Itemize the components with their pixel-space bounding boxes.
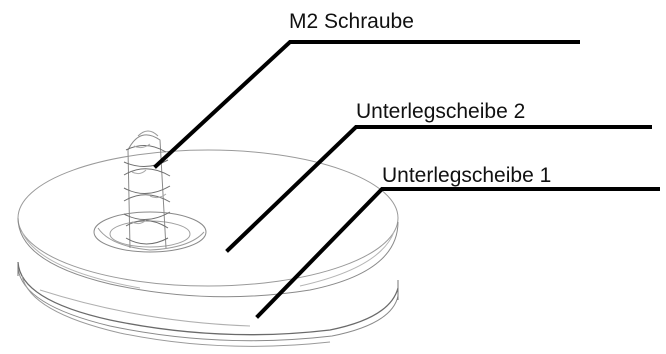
washer-2-sketch — [17, 149, 399, 298]
part-sketch — [17, 130, 399, 347]
leader-line-washer-2 — [225, 125, 652, 253]
label-m2-screw: M2 Schraube — [289, 10, 414, 33]
washer-1-sketch — [17, 261, 399, 347]
label-washer-2: Unterlegscheibe 2 — [356, 100, 526, 123]
leader-line-screw — [153, 40, 580, 169]
label-washer-1: Unterlegscheibe 1 — [382, 164, 552, 187]
screw-sketch — [123, 130, 171, 249]
leader-line-washer-1 — [255, 187, 660, 319]
leader-lines — [153, 40, 660, 319]
